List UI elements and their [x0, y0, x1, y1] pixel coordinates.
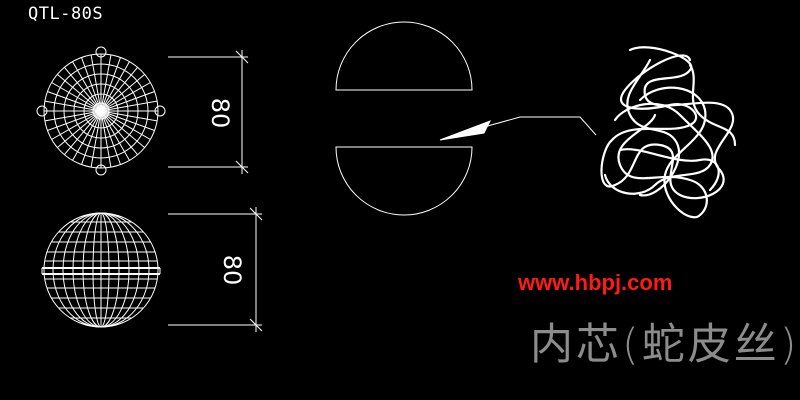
upper-hemisphere	[335, 21, 473, 91]
leader-arrow	[439, 116, 597, 141]
mount-lug-right	[154, 105, 166, 117]
filter-top-view	[36, 46, 166, 176]
dimension-upper-value: 80	[206, 98, 234, 129]
wire-core-icon	[600, 46, 737, 219]
dimension-lower-value: 80	[218, 255, 246, 286]
lower-hemisphere	[335, 146, 473, 216]
core-label: 内芯(蛇皮丝)	[530, 320, 800, 370]
dimension-lower	[168, 207, 263, 332]
mount-lug-top	[95, 46, 107, 58]
mount-lug-bottom	[95, 164, 107, 176]
watermark-url: www.hbpj.com	[518, 270, 673, 295]
model-label: QTL-80S	[28, 4, 104, 24]
filter-side-view	[41, 212, 161, 328]
mount-lug-left	[36, 105, 48, 117]
dimension-upper	[168, 50, 249, 174]
